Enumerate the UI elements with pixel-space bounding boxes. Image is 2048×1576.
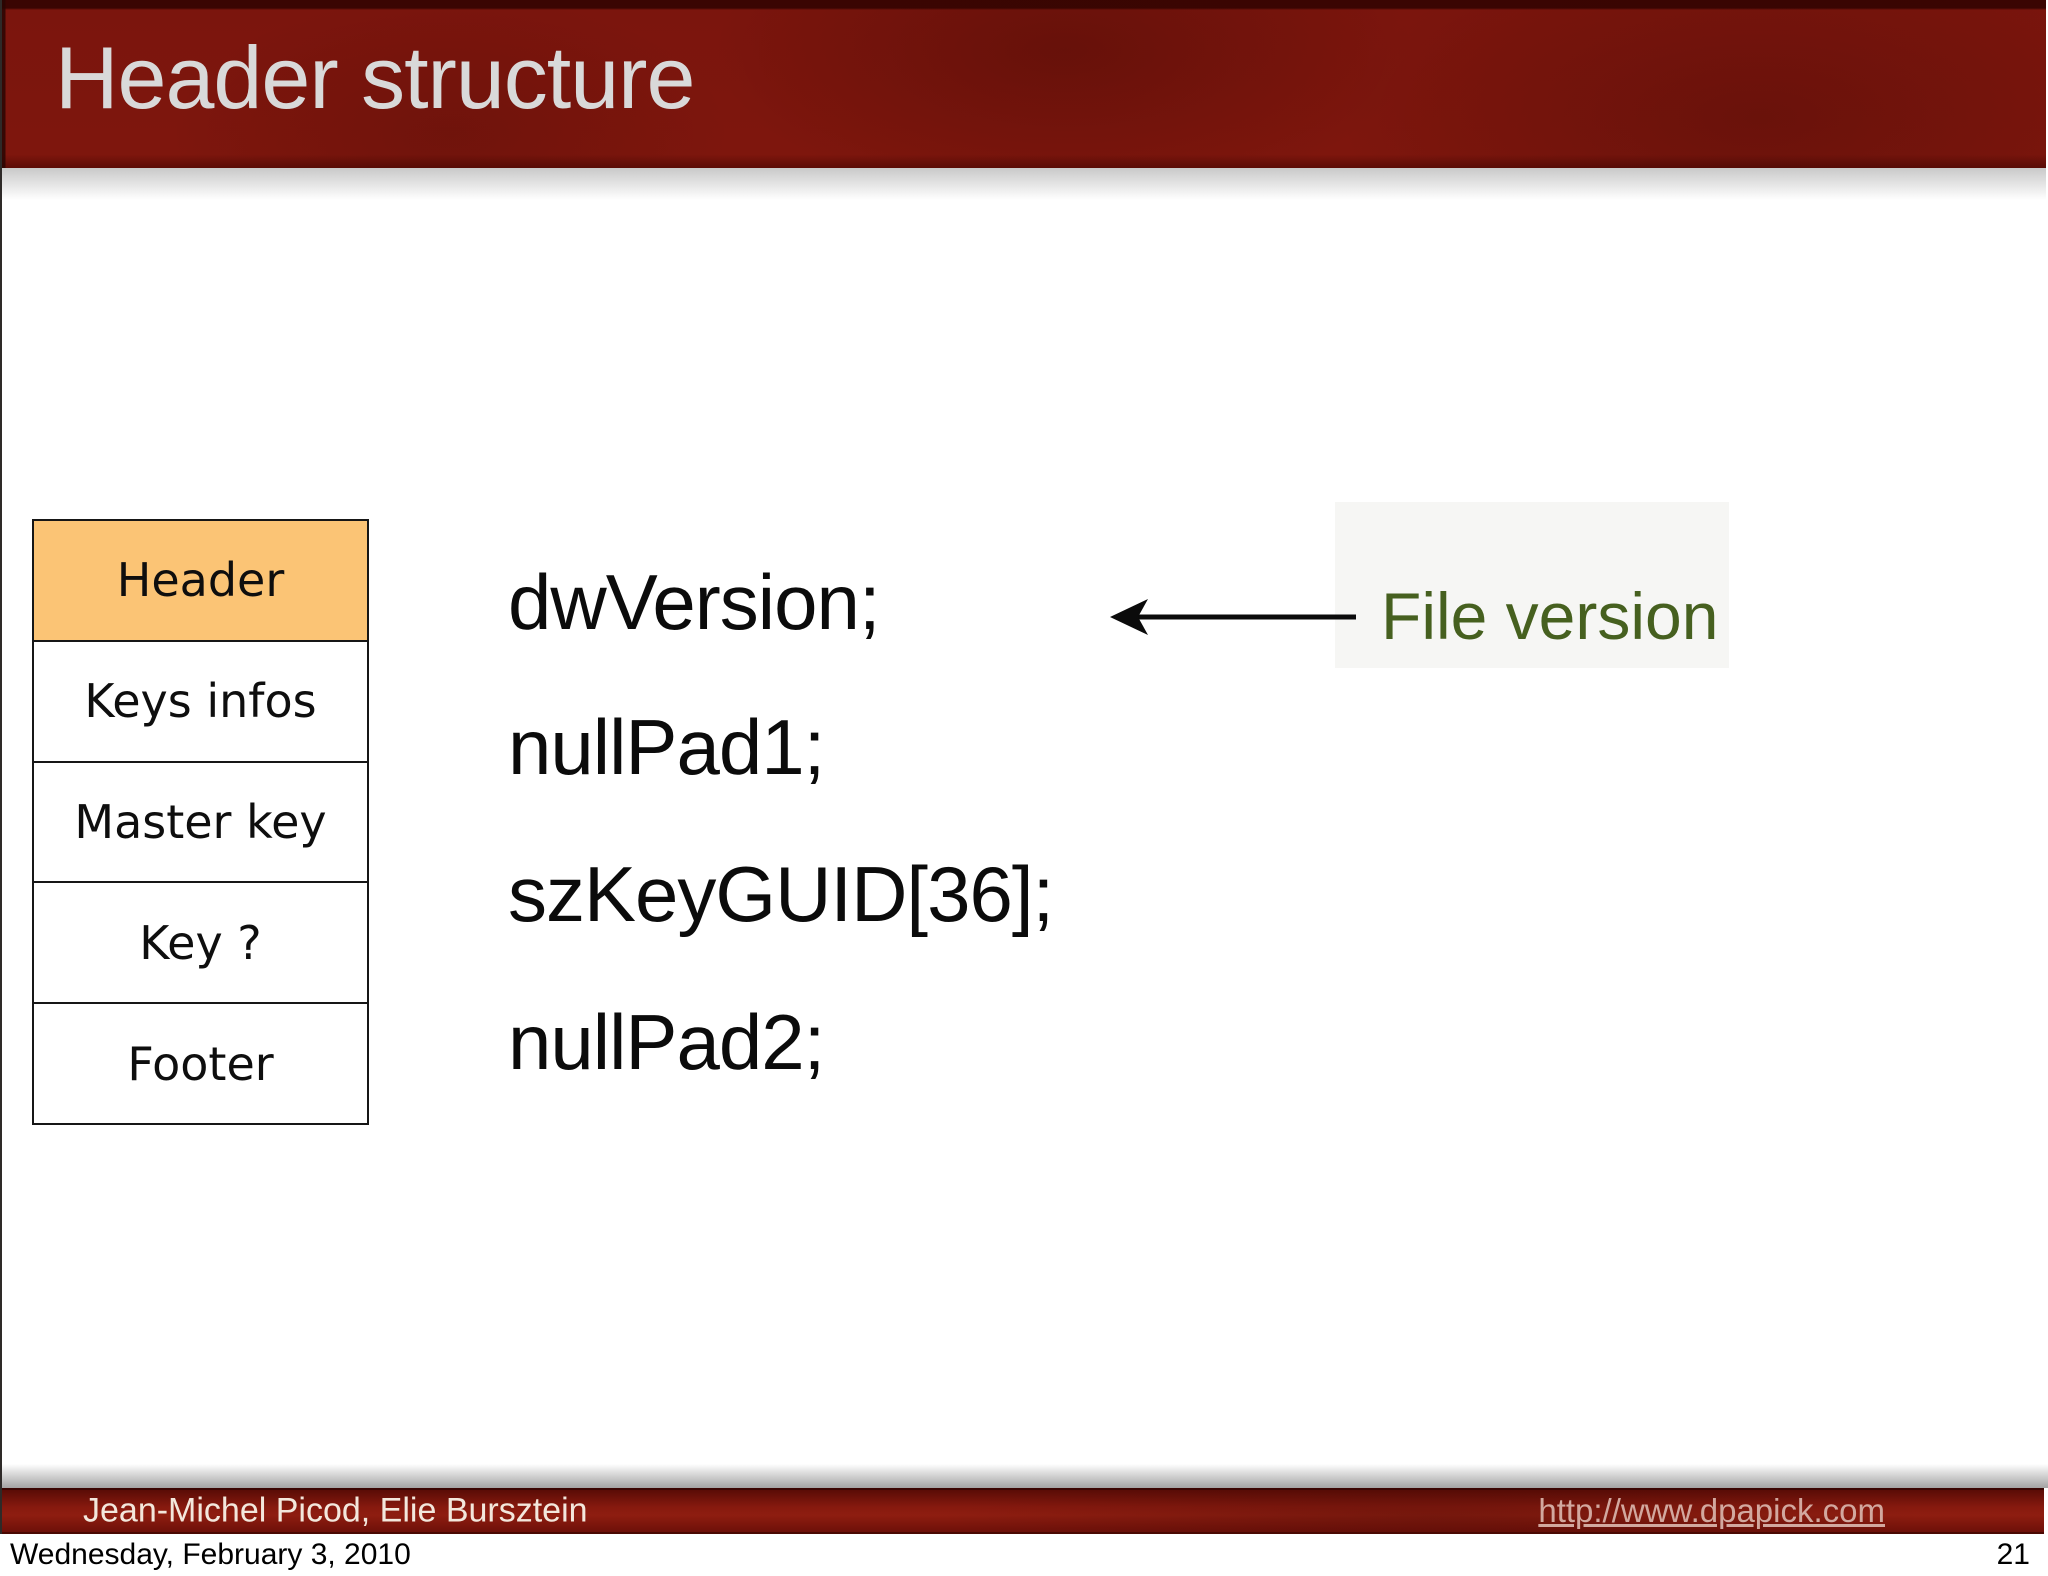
code-line-dwversion: dwVersion; <box>508 558 881 646</box>
annotation-background-box <box>1335 502 1729 668</box>
slide-title: Header structure <box>55 28 695 127</box>
stack-cell-label: Keys infos <box>84 674 317 729</box>
banner-shadow <box>0 168 2046 200</box>
stack-cell-label: Footer <box>127 1036 274 1091</box>
footer-shadow <box>0 1464 2048 1488</box>
page-number: 21 <box>1996 1538 2030 1571</box>
left-arrow-icon <box>1110 599 1356 635</box>
bottom-strip: Wednesday, February 3, 2010 21 <box>0 1534 2048 1576</box>
title-banner: Header structure <box>0 0 2046 168</box>
stack-cell-footer: Footer <box>34 1004 367 1123</box>
stack-cell-master-key: Master key <box>34 763 367 884</box>
stack-cell-key: Key ? <box>34 883 367 1005</box>
stack-cell-label: Header <box>116 553 285 608</box>
footer-authors: Jean-Michel Picod, Elie Bursztein <box>83 1491 588 1530</box>
stack-cell-keys-infos: Keys infos <box>34 642 367 763</box>
footer-url-link[interactable]: http://www.dpapick.com <box>1538 1492 1885 1529</box>
code-line-nullpad1: nullPad1; <box>508 703 825 791</box>
slide-left-edge <box>0 0 2 1534</box>
stack-cell-label: Key ? <box>139 915 262 970</box>
slide-date: Wednesday, February 3, 2010 <box>10 1538 411 1571</box>
code-line-nullpad2: nullPad2; <box>508 998 825 1086</box>
file-version-label: File version <box>1381 579 1719 653</box>
footer-bar: Jean-Michel Picod, Elie Bursztein http:/… <box>0 1488 2044 1534</box>
file-structure-stack: Header Keys infos Master key Key ? Foote… <box>32 519 369 1125</box>
stack-cell-label: Master key <box>74 794 327 849</box>
stack-cell-header: Header <box>34 521 367 642</box>
code-line-szkeyguid: szKeyGUID[36]; <box>508 850 1054 938</box>
